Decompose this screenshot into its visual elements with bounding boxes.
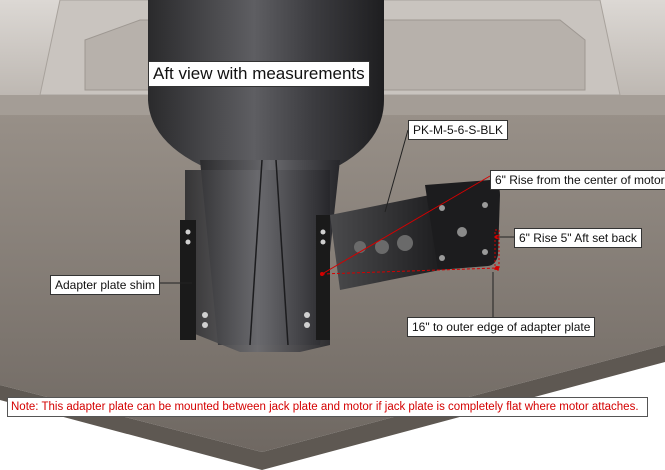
bolt: [304, 312, 310, 318]
plate-hole: [439, 205, 445, 211]
motor-center-crease-2: [275, 159, 289, 346]
bolt: [304, 322, 310, 328]
shim-label: Adapter plate shim: [50, 275, 161, 295]
page-title: Aft view with measurements: [148, 61, 370, 87]
outer-edge-dimension: [321, 267, 498, 275]
part-number-label: PK-M-5-6-S-BLK: [408, 120, 509, 140]
motor-center-crease: [249, 159, 263, 346]
bolt: [185, 229, 191, 235]
measure-point: [320, 272, 324, 276]
bolt: [202, 312, 208, 318]
bolt: [320, 229, 326, 235]
plate-hole: [375, 240, 389, 254]
motor-lower-unit: [185, 170, 330, 352]
plate-hole: [482, 202, 488, 208]
plate-hole: [354, 241, 366, 253]
measure-point: [495, 266, 499, 270]
bolt: [320, 239, 326, 245]
adapter-plate-head: [425, 180, 500, 270]
outer-edge-label: 16" to outer edge of adapter plate: [407, 317, 596, 337]
rise-center-leader: [321, 175, 491, 275]
bolt: [202, 322, 208, 328]
rise-setback-label: 6" Rise 5" Aft set back: [514, 228, 642, 248]
plate-hole: [482, 249, 488, 255]
plate-hole: [397, 235, 413, 251]
part-leader: [384, 129, 409, 213]
adapter-plate-shim: [180, 220, 196, 340]
transom-bottom: [0, 345, 665, 470]
plate-hole: [439, 255, 445, 261]
rise-center-label: 6" Rise from the center of motor: [490, 170, 665, 190]
right-side-bracket: [316, 215, 330, 340]
mounting-note: Note: This adapter plate can be mounted …: [7, 397, 648, 417]
plate-hole: [457, 227, 467, 237]
bolt: [185, 239, 191, 245]
